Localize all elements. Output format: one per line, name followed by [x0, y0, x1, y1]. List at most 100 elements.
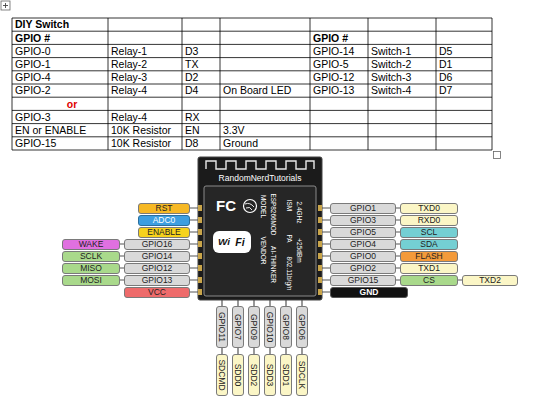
pin-label: ADC0: [138, 215, 190, 226]
pin-label: GPIO1: [330, 203, 396, 214]
pin-label: SCLK: [62, 251, 120, 262]
module-marking: ESP8266MOD: [268, 191, 277, 237]
table-cell: D3: [185, 44, 218, 57]
table-cell: GPIO-1: [15, 58, 106, 71]
pin-label: GPIO7: [232, 306, 244, 348]
module-marking: +25dBm: [294, 233, 303, 267]
table-cell: GPIO-4: [15, 71, 106, 84]
table-cell: GPIO-2: [15, 84, 106, 97]
pin-label: GPIO11: [216, 306, 228, 348]
wifi-logo-text: Wi: [216, 235, 232, 249]
pin-label: MISO: [62, 263, 120, 274]
pin-label: TXD0: [400, 203, 458, 214]
module-marking: MODEL: [258, 191, 267, 221]
table-cell: Switch-3: [371, 71, 434, 84]
table-cell: Relay-4: [111, 110, 180, 123]
table-cell: DIY Switch: [15, 18, 106, 31]
module-marking: 2.4GHz: [294, 196, 303, 228]
table-cell: GPIO-3: [15, 110, 106, 123]
pin-label: WAKE: [62, 239, 120, 250]
table-cell: Relay-4: [111, 84, 180, 97]
table-cell: or: [47, 97, 97, 110]
table-cell: Relay-1: [111, 44, 180, 57]
module-marking: ISM: [284, 195, 293, 215]
table-cell: Switch-4: [371, 84, 434, 97]
pin-label: GPIO12: [124, 263, 190, 274]
table-cell: Relay-3: [111, 71, 180, 84]
table-cell: GPIO-15: [15, 137, 106, 150]
table-cell: 10K Resistor: [111, 137, 180, 150]
pin-label: RXD0: [400, 215, 458, 226]
castellated-pads: [198, 205, 322, 295]
pin-label: SDD1: [280, 354, 292, 396]
pin-label: CS: [400, 275, 458, 286]
esp12e-module: [198, 157, 322, 300]
table-cell: D2: [185, 71, 218, 84]
table-cell: Switch-1: [371, 44, 434, 57]
pin-label: GPIO14: [124, 251, 190, 262]
table-cell: D7: [439, 84, 490, 97]
module-marking: AI-THINKER: [268, 241, 277, 287]
table-cell: GPIO-0: [15, 44, 106, 57]
pin-label: GPIO5: [330, 227, 396, 238]
table-cell: Relay-2: [111, 58, 180, 71]
pin-label: SDA: [400, 239, 458, 250]
module-brand: RandomNerdTutorials: [205, 173, 315, 184]
pin-label: FLASH: [400, 251, 458, 262]
table-cell: GPIO-14: [313, 44, 366, 57]
pin-label: GPIO4: [330, 239, 396, 250]
table-cell: On Board LED: [223, 84, 308, 97]
table-cell: D5: [439, 44, 490, 57]
pin-label: GND: [330, 287, 408, 298]
pin-label: SDCMD: [216, 354, 228, 396]
table-cell: GPIO-12: [313, 71, 366, 84]
table-cell: GPIO #: [313, 31, 366, 44]
pin-label: SDD2: [248, 354, 260, 396]
table-cell: EN: [185, 124, 218, 137]
pin-label: ENABLE: [138, 227, 190, 238]
pin-label: SCL: [400, 227, 458, 238]
move-handle: [1, 1, 10, 10]
espressif-logo: [244, 200, 257, 213]
pin-label: GPIO16: [124, 239, 190, 250]
module-marking: VENDOR: [258, 234, 267, 266]
table-cell: EN or ENABLE: [15, 124, 106, 137]
pin-label: GPIO10: [264, 306, 276, 348]
pin-label: TXD1: [400, 263, 458, 274]
pin-label: GPIO6: [296, 306, 308, 348]
table-cell: Ground: [223, 137, 308, 150]
pin-label: GPIO0: [330, 251, 396, 262]
pin-label: GPIO8: [280, 306, 292, 348]
table-cell: D6: [439, 71, 490, 84]
pin-label: MOSI: [62, 275, 120, 286]
pin-label: SDCLK: [296, 354, 308, 396]
pin-label: SDD0: [232, 354, 244, 396]
table-cell: 3.3V: [223, 124, 308, 137]
module-marking: PA: [284, 231, 293, 245]
pin-label: GPIO3: [330, 215, 396, 226]
table-cell: Switch-2: [371, 58, 434, 71]
fcc-mark: FC: [213, 196, 239, 214]
pin-label: SDD3: [264, 354, 276, 396]
pin-label: VCC: [124, 287, 190, 298]
resize-handle: [494, 152, 501, 159]
table-cell: GPIO-5: [313, 58, 366, 71]
espressif-logo-mark: [245, 203, 254, 210]
pin-label: GPIO15: [330, 275, 396, 286]
pin-label: TXD2: [462, 275, 518, 286]
wifi-logo-text: Fi: [232, 235, 248, 249]
table-cell: D1: [439, 58, 490, 71]
pin-label: GPIO13: [124, 275, 190, 286]
pin-label: GPIO9: [248, 306, 260, 348]
pin-label: GPIO2: [330, 263, 396, 274]
table-cell: D4: [185, 84, 218, 97]
table-cell: 10K Resistor: [111, 124, 180, 137]
table-cell: GPIO-13: [313, 84, 366, 97]
metal-shield: [204, 186, 316, 296]
move-handle-cross: [3, 3, 8, 8]
module-marking: 802.11b/g/n: [284, 249, 293, 297]
table-cell: D8: [185, 137, 218, 150]
table-grid: [12, 18, 492, 150]
table-cell: TX: [185, 58, 218, 71]
table-cell: RX: [185, 110, 218, 123]
